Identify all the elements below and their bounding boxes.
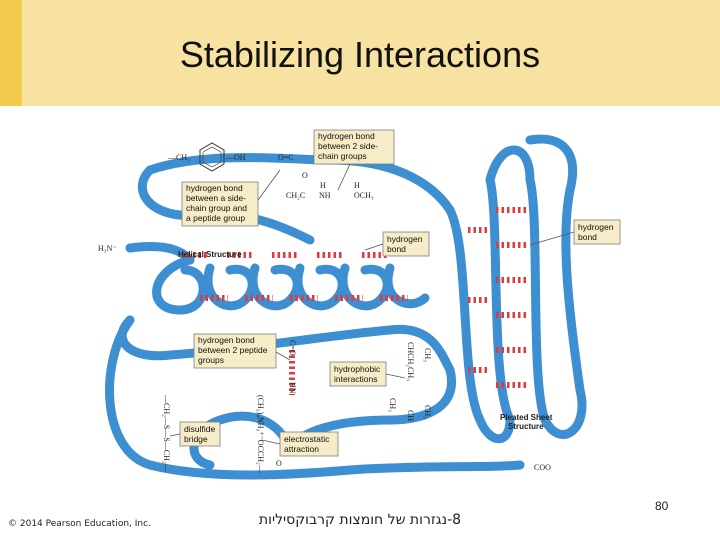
svg-text:chain group and: chain group and bbox=[186, 203, 247, 213]
chem-ch3-c: CH₃ bbox=[423, 405, 432, 419]
svg-text:electrostatic: electrostatic bbox=[284, 434, 330, 444]
chem-lysine-aspartate: (CH₂)₄NH₃⁺⁻OCCH₂— bbox=[256, 395, 265, 474]
chem-o-bottom: O bbox=[276, 459, 282, 468]
callout-hb-right: hydrogen bond bbox=[529, 219, 621, 246]
chem-h2: H bbox=[354, 181, 360, 190]
svg-text:interactions: interactions bbox=[334, 374, 377, 384]
svg-text:between 2 peptide: between 2 peptide bbox=[198, 345, 268, 355]
chem-o-top: O bbox=[302, 171, 308, 180]
svg-text:hydrogen: hydrogen bbox=[578, 222, 614, 232]
chem-och3: OCH₃ bbox=[354, 191, 374, 200]
svg-text:a peptide group: a peptide group bbox=[186, 213, 245, 223]
svg-text:between 2 side-: between 2 side- bbox=[318, 141, 378, 151]
svg-text:hydrogen: hydrogen bbox=[387, 234, 423, 244]
chem-disulfide-chain: —CH₂—S—S—CH₂— bbox=[162, 394, 171, 473]
chem-hn-vertical: HN bbox=[288, 382, 297, 394]
title-accent-strip bbox=[0, 0, 22, 106]
phenol-ring bbox=[199, 142, 225, 172]
title-band bbox=[0, 0, 720, 106]
svg-text:chain groups: chain groups bbox=[318, 151, 367, 161]
copyright-notice: © 2014 Pearson Education, Inc. bbox=[8, 519, 151, 529]
svg-text:groups: groups bbox=[198, 355, 224, 365]
svg-text:hydrogen bond: hydrogen bond bbox=[198, 335, 255, 345]
chem-nh: NH bbox=[319, 191, 331, 200]
chem-h1: H bbox=[320, 181, 326, 190]
chem-ch2c: CH₂C bbox=[286, 191, 305, 200]
svg-text:hydrogen bond: hydrogen bond bbox=[186, 183, 243, 193]
svg-text:attraction: attraction bbox=[284, 444, 319, 454]
chem-ch3-a: CH₃ bbox=[423, 348, 432, 362]
slide-title: Stabilizing Interactions bbox=[179, 34, 541, 75]
pleated-sheet-label-2: Structure bbox=[508, 422, 544, 431]
n-terminus-label: H₃N⁻ bbox=[98, 244, 117, 253]
helical-structure-label: Helical Structure bbox=[178, 250, 242, 259]
callout-electrostatic: electrostatic attraction bbox=[261, 431, 339, 457]
chem-ch2-ring: —CH₂ bbox=[167, 153, 190, 162]
callout-disulfide: disulfide bridge bbox=[169, 421, 221, 447]
chem-chch2ch3: CHCH₂CH₃ bbox=[406, 342, 415, 381]
svg-text:disulfide: disulfide bbox=[184, 424, 215, 434]
svg-text:bridge: bridge bbox=[184, 434, 208, 444]
page-number: 80 bbox=[655, 499, 669, 513]
callout-hydrophobic: hydrophobic interactions bbox=[329, 361, 406, 387]
svg-text:hydrophobic: hydrophobic bbox=[334, 364, 381, 374]
callout-hb-side-chain-peptide: hydrogen bond between a side- chain grou… bbox=[181, 169, 281, 227]
callout-hb-mid: hydrogen bond bbox=[364, 231, 430, 257]
svg-text:hydrogen bond: hydrogen bond bbox=[318, 131, 375, 141]
chem-oh: —OH bbox=[225, 153, 246, 162]
pleated-sheet-label-1: Pleated Sheet bbox=[500, 413, 553, 422]
svg-text:bond: bond bbox=[578, 232, 597, 242]
chem-ch3-b: CH₃ bbox=[388, 398, 397, 412]
protein-structure-figure: —CH₂ —OH O=C O H H CH₂C NH OCH₃ H₃N⁻ COO… bbox=[98, 129, 621, 480]
c-terminus-label: COO bbox=[534, 463, 551, 472]
callout-hb-peptide-groups: hydrogen bond between 2 peptide groups bbox=[193, 333, 291, 369]
footer-course-title: 8-נגזרות של חומצות קרבוקסיליות bbox=[258, 512, 462, 528]
callout-hb-side-chains-top: hydrogen bond between 2 side- chain grou… bbox=[313, 129, 395, 191]
hydrogen-bonds bbox=[182, 207, 526, 395]
svg-text:bond: bond bbox=[387, 244, 406, 254]
chem-c-o-vertical: C=O bbox=[288, 340, 297, 356]
chem-o-c: O=C bbox=[278, 153, 294, 162]
chem-ch: CH bbox=[406, 410, 415, 421]
svg-text:between a side-: between a side- bbox=[186, 193, 246, 203]
